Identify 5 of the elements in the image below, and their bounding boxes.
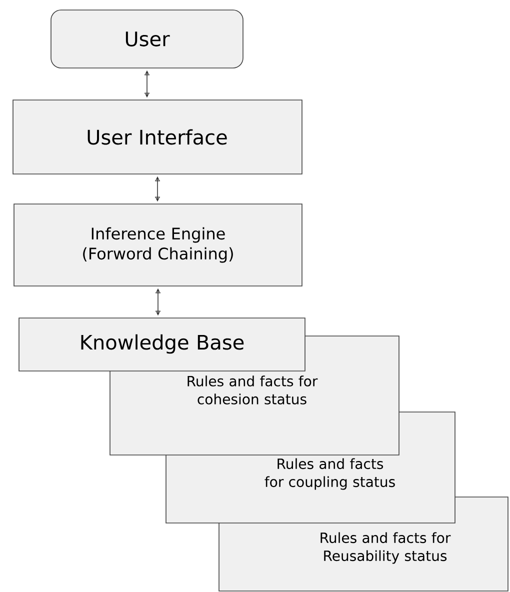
terminal-box: User xyxy=(50,10,244,68)
process-box: User Interface xyxy=(12,100,302,174)
process-box: Knowledge Base xyxy=(18,318,306,372)
process-box: Inference Engine (Forword Chaining) xyxy=(14,204,302,286)
node-label: Rules and facts for Reusability status xyxy=(320,532,451,564)
